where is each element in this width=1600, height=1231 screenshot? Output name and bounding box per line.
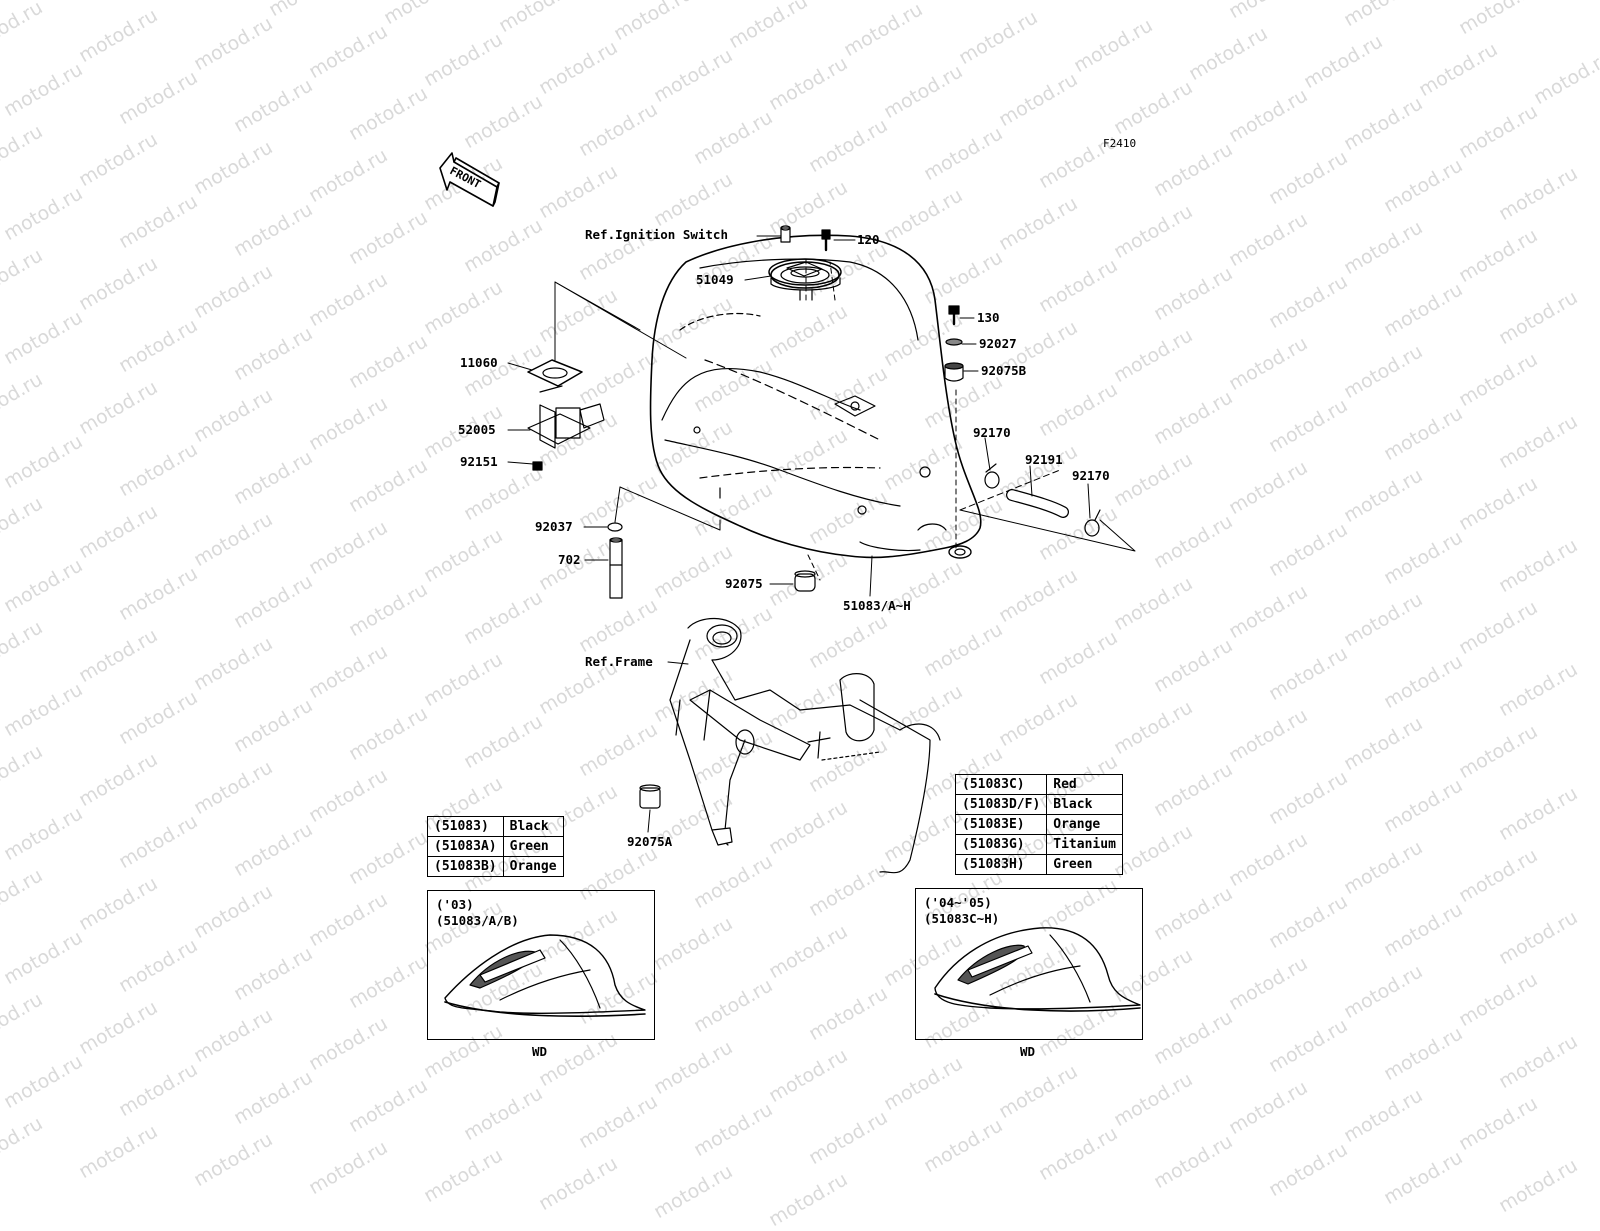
variant-right-year: ('04~'05) [924,895,992,910]
front-arrow-icon: FRONT [439,152,500,207]
callout-92170-b: 92170 [1072,468,1110,483]
variant-box-left: ('03) (51083/A/B) [427,890,655,1040]
drain-pipe-702 [607,522,623,599]
washer-92027 [945,338,963,346]
part-code-cell: (51083) [427,816,504,837]
leader-lines [507,235,1136,833]
fuel-cap [768,258,842,301]
hose-92191 [1006,489,1069,518]
color-table-row: (51083B)Orange [427,856,564,877]
grommet-92075 [794,570,816,592]
callout-11060: 11060 [460,355,498,370]
color-table-row: (51083G)Titanium [954,834,1123,855]
callout-92075a: 92075A [627,834,673,849]
color-name-cell: Orange [502,856,564,877]
color-name-cell: Orange [1046,814,1123,835]
callout-92027: 92027 [979,336,1017,351]
variant-right-tank-sketch [934,927,1141,1012]
figure-code: F2410 [1103,137,1137,150]
variant-right-parts: (51083C~H) [924,911,1000,926]
color-name-cell: Titanium [1046,834,1123,855]
callout-ref-frame: Ref.Frame [585,654,653,669]
callout-52005: 52005 [458,422,496,437]
callout-51083: 51083/A~H [843,598,911,613]
callout-120: 120 [857,232,880,247]
callout-92037: 92037 [535,519,573,534]
color-name-cell: Green [502,836,564,857]
variant-left-parts: (51083/A/B) [436,913,519,928]
bolt-130 [948,305,960,326]
color-table-row: (51083E)Orange [954,814,1123,835]
color-name-cell: Green [1046,854,1123,875]
plug-92075a [639,784,661,809]
callout-92170-a: 92170 [973,425,1011,440]
part-code-cell: (51083G) [954,834,1048,855]
callout-ref-ignition-switch: Ref.Ignition Switch [585,227,728,242]
color-table-right: (51083C)Red(51083D/F)Black(51083E)Orange… [954,774,1123,875]
color-table-row: (51083)Black [427,816,564,837]
color-table-left: (51083)Black(51083A)Green(51083B)Orange [427,816,564,877]
variant-left-tank-sketch [444,934,646,1018]
part-code-cell: (51083E) [954,814,1048,835]
color-table-row: (51083D/F)Black [954,794,1123,815]
callout-702: 702 [558,552,581,567]
fuel-tank-exploded-view: FRONT [439,152,1141,1018]
color-table-row: (51083A)Green [427,836,564,857]
part-code-cell: (51083B) [427,856,504,877]
ignition-switch-bolt [780,225,791,243]
fuel-pump-assembly [527,359,605,471]
color-table-row: (51083H)Green [954,854,1123,875]
frame-reference [669,617,941,874]
variant-left-year: ('03) [436,897,474,912]
callout-92075b: 92075B [981,363,1027,378]
callout-51049: 51049 [696,272,734,287]
clamp-92170-a [984,463,1000,489]
variant-right-caption: WD [1020,1044,1036,1059]
clamp-92170-b [1084,509,1101,537]
variant-left-caption: WD [532,1044,548,1059]
part-code-cell: (51083H) [954,854,1048,875]
part-code-cell: (51083D/F) [954,794,1048,815]
callout-130: 130 [977,310,1000,325]
part-code-cell: (51083C) [954,774,1048,795]
grommet-92075b [944,362,964,382]
color-name-cell: Red [1046,774,1123,795]
callout-92191: 92191 [1025,452,1063,467]
part-code-cell: (51083A) [427,836,504,857]
callout-92151: 92151 [460,454,498,469]
color-table-row: (51083C)Red [954,774,1123,795]
color-name-cell: Black [502,816,564,837]
callout-92075: 92075 [725,576,763,591]
color-name-cell: Black [1046,794,1123,815]
bolt-120 [821,229,831,252]
variant-box-right: ('04~'05) (51083C~H) [915,888,1143,1040]
